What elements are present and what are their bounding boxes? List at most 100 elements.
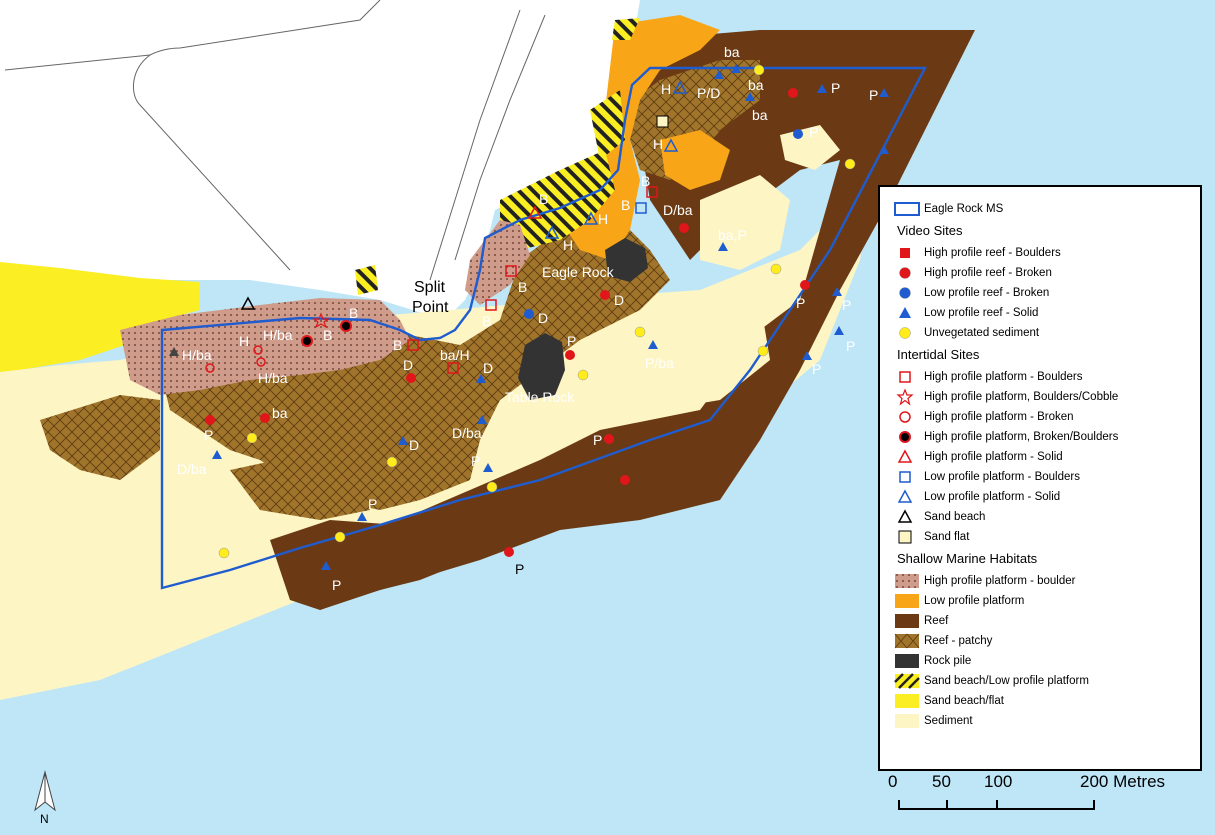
dotted-swatch-icon [894, 572, 924, 590]
label-split-point-1: Split [414, 279, 446, 296]
site-label: P [846, 338, 855, 354]
site-label: P [515, 561, 524, 577]
site-label: D [614, 292, 624, 308]
orange-swatch-icon [894, 592, 924, 610]
legend-label: Low profile reef - Broken [924, 287, 1050, 299]
site-label: B [539, 191, 548, 207]
site-label: P [332, 577, 341, 593]
habitat-reef-patchy [40, 395, 160, 480]
legend-row: Reef [892, 611, 1200, 631]
hollow-star-icon [894, 388, 924, 406]
legend-label: Low profile platform - Solid [924, 491, 1061, 503]
hollow-triangle-icon [894, 448, 924, 466]
hollow-circle-icon [894, 408, 924, 426]
legend-label: High profile platform - Broken [924, 411, 1074, 423]
legend-row: Low profile reef - Solid [892, 303, 1200, 323]
site-label: P [471, 453, 480, 469]
pale-square-icon [894, 528, 924, 546]
habitat-rock-pile [518, 333, 565, 400]
legend-row: High profile platform, Boulders/Cobble [892, 387, 1200, 407]
legend-row: High profile platform - boulder [892, 571, 1200, 591]
legend-heading-intertidal: Intertidal Sites [897, 347, 980, 362]
site-label: B [621, 197, 630, 213]
legend-row: Low profile platform - Solid [892, 487, 1200, 507]
north-arrow-icon: N [34, 770, 56, 826]
legend-label: Sand beach/flat [924, 695, 1004, 707]
ringed-circle-icon [894, 428, 924, 446]
yellow-swatch-icon [894, 692, 924, 710]
hollow-square-icon [894, 368, 924, 386]
habitat-rock-pile [605, 238, 648, 282]
land [0, 0, 640, 320]
legend-label: Sediment [924, 715, 973, 727]
habitat-high-profile-boulder [120, 298, 410, 395]
habitat-sand-beach-low-platform [612, 18, 640, 40]
legend-label: Reef - patchy [924, 635, 993, 647]
site-label: ba [752, 107, 768, 123]
site-label: D [409, 437, 419, 453]
scale-tick [898, 800, 900, 810]
site-label: P [593, 432, 602, 448]
site-label: P [567, 333, 576, 349]
site-label: D [483, 360, 493, 376]
site-label: P [869, 87, 878, 103]
site-label: H [653, 136, 663, 152]
site-label: H/ba [263, 327, 293, 343]
site-labels: ba H P/D ba ba P P P H B B D/ba H H B ba… [177, 44, 878, 593]
legend-heading-habitat: Shallow Marine Habitats [897, 551, 1038, 566]
habitat-reef-patchy [230, 455, 370, 520]
road-line [132, 54, 291, 271]
label-split-point-2: Point [412, 299, 449, 316]
legend-row: Reef - patchy [892, 631, 1200, 651]
site-label: P [796, 295, 805, 311]
legend-label: Sand beach/Low profile platform [924, 675, 1089, 687]
site-markers [169, 64, 889, 570]
scale-label-0: 0 [888, 772, 898, 791]
legend-row: Sand beach/Low profile platform [892, 671, 1200, 691]
legend-row: Sand beach [892, 507, 1200, 527]
site-label: P [809, 124, 818, 140]
site-label: D/ba [177, 461, 207, 477]
dark-swatch-icon [894, 652, 924, 670]
site-label: ba [748, 77, 764, 93]
scale-tick [946, 800, 948, 810]
road-line [454, 14, 546, 261]
scale-label-50: 50 [932, 772, 951, 791]
legend-label: Low profile platform - Boulders [924, 471, 1080, 483]
site-label: B [393, 337, 402, 353]
site-label: P/ba [645, 355, 674, 371]
hollow-triangle-icon [894, 508, 924, 526]
legend-row: High profile platform - Solid [892, 447, 1200, 467]
site-label: B [323, 327, 332, 343]
site-label: H [598, 211, 608, 227]
legend-row: High profile platform - Broken [892, 407, 1200, 427]
site-label: ba,P [718, 227, 747, 243]
legend-row: Sediment [892, 711, 1200, 731]
scale-bar: 0 50 100 200 Metres [888, 772, 1198, 827]
legend-row: High profile platform - Boulders [892, 367, 1200, 387]
legend-label: High profile platform, Boulders/Cobble [924, 391, 1119, 403]
habitat-sand-beach-low-platform [500, 150, 615, 250]
scale-tick [996, 800, 998, 810]
site-label: P [368, 496, 377, 512]
site-label: ba [272, 405, 288, 421]
site-label: H [661, 81, 671, 97]
legend-row: Sand flat [892, 527, 1200, 547]
site-label: ba [724, 44, 740, 60]
legend-row: Low profile platform - Boulders [892, 467, 1200, 487]
hollow-triangle-icon [894, 488, 924, 506]
legend-label: Low profile platform [924, 595, 1025, 607]
legend-label: Eagle Rock MS [924, 203, 1004, 215]
legend-row: High profile platform, Broken/Boulders [892, 427, 1200, 447]
label-eagle-rock: Eagle Rock [542, 264, 615, 280]
habitat-low-profile-platform [660, 130, 730, 190]
site-label: P/D [697, 85, 720, 101]
habitat-reef-patchy [160, 220, 670, 510]
hollow-square-icon [894, 468, 924, 486]
habitat-sand-beach-low-platform [590, 90, 625, 160]
label-table-rock: Table Rock [505, 389, 575, 405]
